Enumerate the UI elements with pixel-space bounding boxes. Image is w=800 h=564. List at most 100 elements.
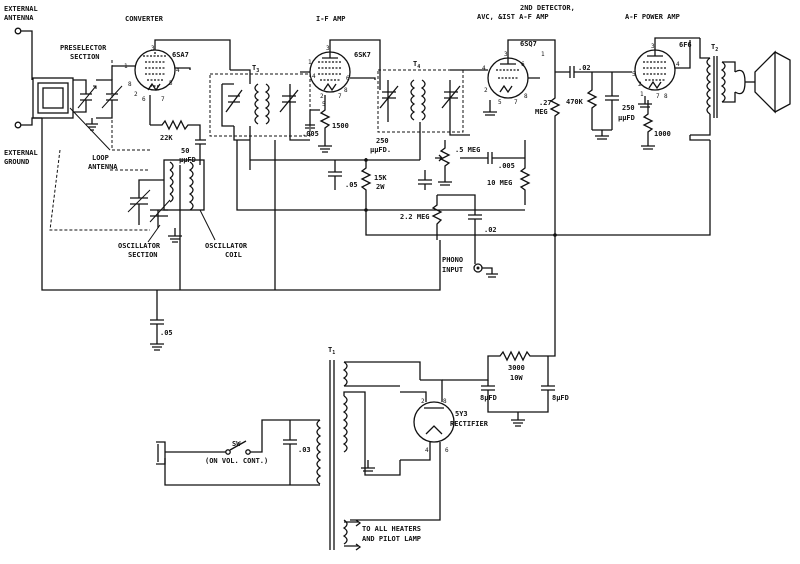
svg-text:8: 8 [664,93,668,100]
oscillator-pointers [147,209,216,243]
rectifier-tube-type: 5Y3 [455,410,468,418]
capacitor-005-det-value: .005 [498,162,515,170]
svg-text:7: 7 [338,93,342,100]
converter-plate-leads [112,39,231,70]
capacitor-250uuf-af [605,72,619,130]
svg-text:4: 4 [176,67,180,74]
resistor-470k-value: 470K [566,98,584,106]
second-detector-label-line1: 2ND DETECTOR, [520,4,575,12]
svg-text:2: 2 [638,81,642,88]
power-switch[interactable] [229,440,247,451]
resistor-3000-value: 3000 [508,364,525,372]
svg-text:7: 7 [514,99,518,106]
svg-text:3: 3 [651,43,655,50]
power-transformer-t1 [316,360,348,550]
capacitor-50uuf-value: 50 [181,147,189,155]
capacitor-8uf-right-value: 8μFD [552,394,569,402]
power-amp-leads [638,37,700,108]
oscillator-variable-capacitor [127,179,171,228]
t1-secondary-leads [343,361,421,476]
volume-pot-5meg-value: .5 MEG [455,146,480,154]
oscillator-section-label-line1: OSCILLATOR [118,242,161,250]
svg-text:5: 5 [169,80,173,87]
resistor-22k [149,95,201,140]
resistor-1500-value: 1500 [332,122,349,130]
external-antenna-label: EXTERNAL ANTENNA [4,5,38,22]
capacitor-250uuf [418,170,432,190]
af-grid-ground [592,129,612,140]
if-cathode-ground [318,140,332,153]
resistor-3000-watt: 10W [510,374,523,382]
line-plug [156,441,228,465]
capacitor-02-det [437,194,482,240]
svg-text:1: 1 [541,51,545,58]
capacitor-250-value: 250 [376,137,389,145]
resistor-15k-value: 15K [374,174,387,182]
resistor-27meg-unit: MEG [535,108,548,116]
svg-text:4: 4 [312,73,316,80]
heater-label: TO ALL HEATERS AND PILOT LAMP [362,525,421,543]
svg-text:3: 3 [151,45,155,52]
external-antenna-terminal[interactable] [14,27,22,35]
svg-text:4: 4 [425,447,429,454]
capacitor-250uuf-af-unit: μμFD [618,114,635,122]
second-detector-label: 2ND DETECTOR, AVC, &IST A-F AMP [477,4,575,21]
if-amp-tube [309,51,351,93]
converter-tube-type: 6SA7 [172,51,189,59]
speaker [734,50,791,114]
switch-note: (ON VOL. CONT.) [205,457,268,465]
external-ground-terminal[interactable] [14,121,22,129]
gang-link-dashed [49,60,150,231]
af-power-amp-label: A-F POWER AMP [625,13,680,21]
resistor-10meg-value: 10 MEG [487,179,512,187]
t4-label: T4 [413,60,420,70]
heater-label-line1: TO ALL HEATERS [362,525,421,533]
capacitor-02-det-value: .02 [484,226,497,234]
resistor-27meg [549,90,561,130]
svg-text:8: 8 [524,93,528,100]
capacitor-250uuf-af-value: 250 [622,104,635,112]
capacitor-005-det [460,152,525,164]
capacitor-05-if-value: .05 [345,181,358,189]
switch-label: SW [232,440,241,448]
external-ground-label: EXTERNAL GROUND [4,149,38,166]
resistor-10meg [519,140,531,205]
if-amp-pins: 1 2 3 4 5 6 7 8 [308,45,350,108]
svg-text:2: 2 [421,398,425,405]
svg-text:7: 7 [161,96,165,103]
svg-text:1: 1 [308,59,312,66]
svg-text:6: 6 [445,447,449,454]
if-transformer-t4 [379,79,461,122]
resistor-2-2meg [431,195,443,240]
rectifier-tube [413,401,455,443]
if-amp-label: I-F AMP [316,15,346,23]
capacitor-250-unit: μμFD. [370,146,391,154]
filter-capacitors [481,356,555,427]
t3-shield [209,73,311,137]
resistor-15k [360,160,372,210]
svg-text:6: 6 [521,61,525,68]
t2-leads [690,38,736,136]
preselector-variable-capacitor [73,79,123,119]
preselector-label: PRESELECTOR SECTION [60,44,107,61]
volume-pot-ground [438,175,452,186]
resistor-470k [586,72,598,130]
detector-tube-type: 6SQ7 [520,40,537,48]
external-antenna-label-line1: EXTERNAL [4,5,38,13]
svg-text:4: 4 [482,65,486,72]
heater-winding-leads [344,521,358,547]
capacitor-03-line-value: .03 [298,446,311,454]
preselector-ground [86,118,98,131]
t3-leads [230,69,310,170]
svg-text:3: 3 [504,51,508,58]
if-amp-leads [300,39,381,90]
resistor-2-2meg-value: 2.2 MEG [400,213,430,221]
loop-antenna [32,77,74,119]
svg-text:5: 5 [498,99,502,106]
svg-text:6: 6 [346,75,350,82]
switch-contact-b [245,449,251,455]
svg-text:4: 4 [676,61,680,68]
capacitor-02-af-value: .02 [578,64,591,72]
phono-input-label: PHONO INPUT [442,256,463,274]
